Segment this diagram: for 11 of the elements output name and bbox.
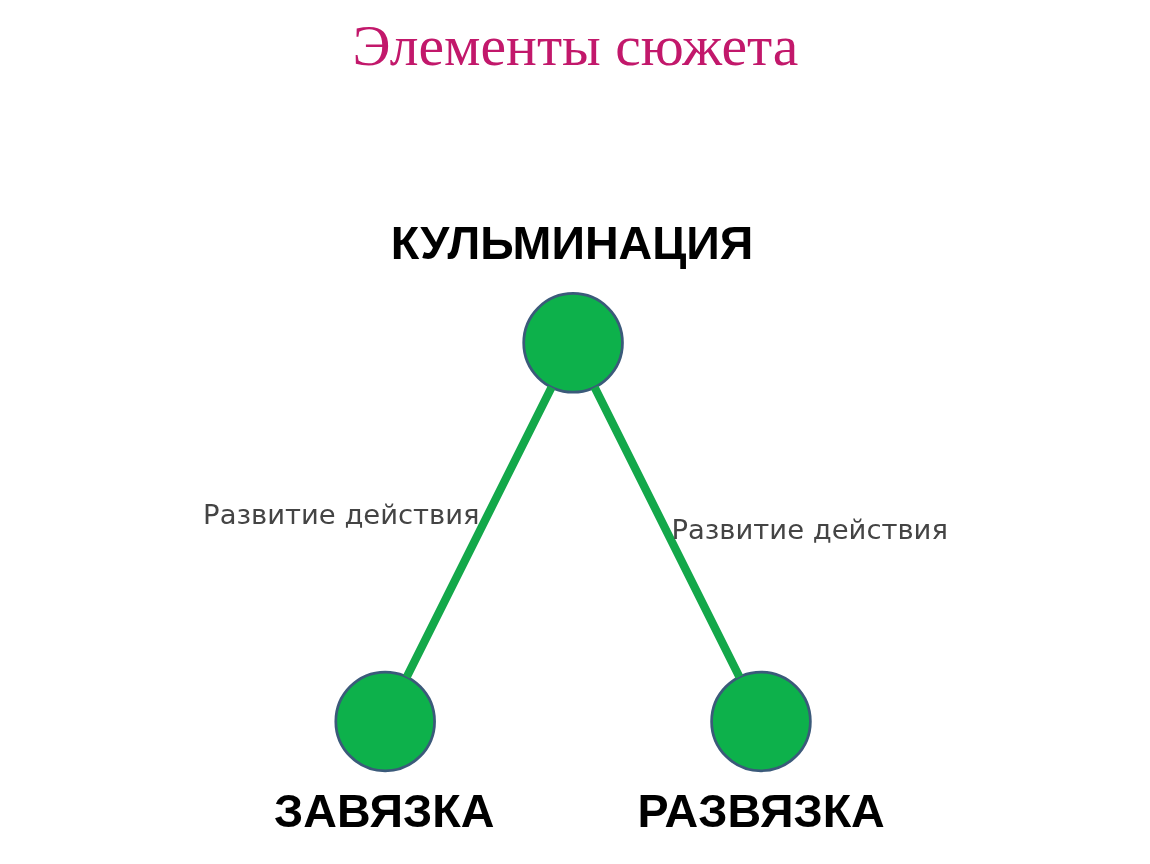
node-label: РАЗВЯЗКА bbox=[637, 784, 885, 837]
edge-label: Развитие действия bbox=[202, 498, 480, 530]
node-circle bbox=[333, 670, 436, 773]
connector bbox=[590, 385, 743, 679]
diagram-title: Элементы сюжета bbox=[352, 14, 798, 78]
node-label: ЗАВЯЗКА bbox=[273, 784, 494, 837]
node-circle bbox=[521, 292, 624, 394]
node-label: КУЛЬМИНАЦИЯ bbox=[390, 216, 753, 269]
node-circle bbox=[709, 670, 812, 773]
edge-label: Развитие действия bbox=[670, 513, 948, 545]
connector bbox=[402, 385, 555, 679]
